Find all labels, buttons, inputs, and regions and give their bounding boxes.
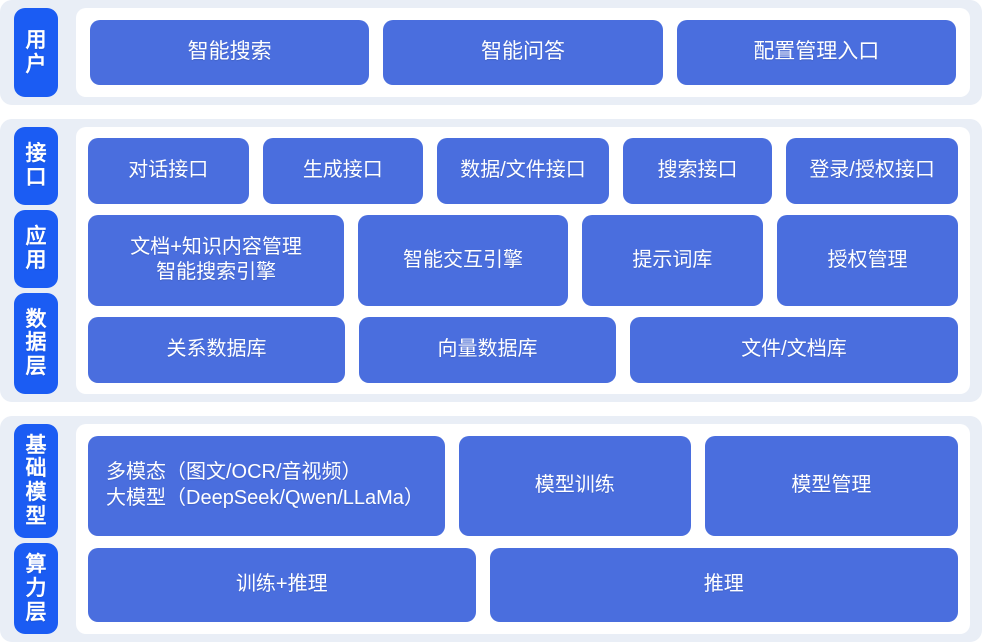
section-gap (0, 105, 982, 119)
node-interface-4[interactable]: 登录/授权接口 (786, 138, 958, 204)
node-model-0[interactable]: 多模态（图文/OCR/音视频） 大模型（DeepSeek/Qwen/LLaMa） (88, 436, 445, 536)
node-interface-0[interactable]: 对话接口 (88, 138, 249, 204)
layer-tab-mid-1[interactable]: 应用 (14, 209, 58, 288)
node-model-2[interactable]: 模型管理 (704, 436, 959, 536)
node-application-0[interactable]: 文档+知识内容管理 智能搜索引擎 (88, 214, 345, 307)
layer-rail-mid: 接口应用数据层 (0, 119, 72, 402)
node-data-0[interactable]: 关系数据库 (88, 317, 345, 383)
section-gap (0, 402, 982, 416)
row-model: 多模态（图文/OCR/音视频） 大模型（DeepSeek/Qwen/LLaMa）… (88, 436, 959, 536)
node-data-2[interactable]: 文件/文档库 (629, 317, 958, 383)
node-application-2[interactable]: 提示词库 (581, 214, 763, 307)
layer-panel-mid: 对话接口生成接口数据/文件接口搜索接口登录/授权接口文档+知识内容管理 智能搜索… (76, 127, 970, 394)
node-user-entries-1[interactable]: 智能问答 (383, 20, 663, 85)
layer-section-mid: 接口应用数据层对话接口生成接口数据/文件接口搜索接口登录/授权接口文档+知识内容… (0, 119, 982, 402)
row-user-entries: 智能搜索智能问答配置管理入口 (90, 20, 956, 85)
layer-tab-base-0[interactable]: 基础模型 (14, 424, 58, 539)
layer-tab-label: 接口 (25, 142, 47, 189)
node-data-1[interactable]: 向量数据库 (358, 317, 616, 383)
layer-tab-mid-0[interactable]: 接口 (14, 127, 58, 205)
node-compute-0[interactable]: 训练+推理 (88, 547, 476, 622)
layer-panel-user: 智能搜索智能问答配置管理入口 (76, 8, 970, 97)
node-user-entries-0[interactable]: 智能搜索 (90, 20, 370, 85)
layer-tab-mid-2[interactable]: 数据层 (14, 292, 58, 395)
layer-tab-label: 用户 (25, 28, 47, 76)
layer-tab-label: 基础模型 (25, 433, 47, 528)
node-model-1[interactable]: 模型训练 (458, 436, 691, 536)
node-interface-3[interactable]: 搜索接口 (622, 138, 773, 204)
layer-tab-label: 算力层 (25, 553, 47, 624)
layer-tab-base-1[interactable]: 算力层 (14, 543, 58, 634)
node-compute-1[interactable]: 推理 (489, 547, 958, 622)
row-data: 关系数据库向量数据库文件/文档库 (88, 317, 958, 383)
node-application-1[interactable]: 智能交互引擎 (358, 214, 568, 307)
layer-rail-user: 用户 (0, 0, 72, 105)
node-user-entries-2[interactable]: 配置管理入口 (676, 20, 956, 85)
layer-panel-base: 多模态（图文/OCR/音视频） 大模型（DeepSeek/Qwen/LLaMa）… (76, 424, 970, 634)
node-application-3[interactable]: 授权管理 (776, 214, 958, 307)
node-interface-2[interactable]: 数据/文件接口 (437, 138, 609, 204)
layer-section-base: 基础模型算力层多模态（图文/OCR/音视频） 大模型（DeepSeek/Qwen… (0, 416, 982, 642)
node-interface-1[interactable]: 生成接口 (262, 138, 424, 204)
row-interface: 对话接口生成接口数据/文件接口搜索接口登录/授权接口 (88, 138, 958, 204)
layer-tab-user-0[interactable]: 用户 (14, 8, 58, 97)
row-application: 文档+知识内容管理 智能搜索引擎智能交互引擎提示词库授权管理 (88, 214, 958, 307)
layer-section-user: 用户智能搜索智能问答配置管理入口 (0, 0, 982, 105)
layer-tab-label: 应用 (25, 224, 47, 272)
layer-rail-base: 基础模型算力层 (0, 416, 72, 642)
layer-tab-label: 数据层 (25, 307, 47, 379)
row-compute: 训练+推理推理 (88, 547, 958, 622)
